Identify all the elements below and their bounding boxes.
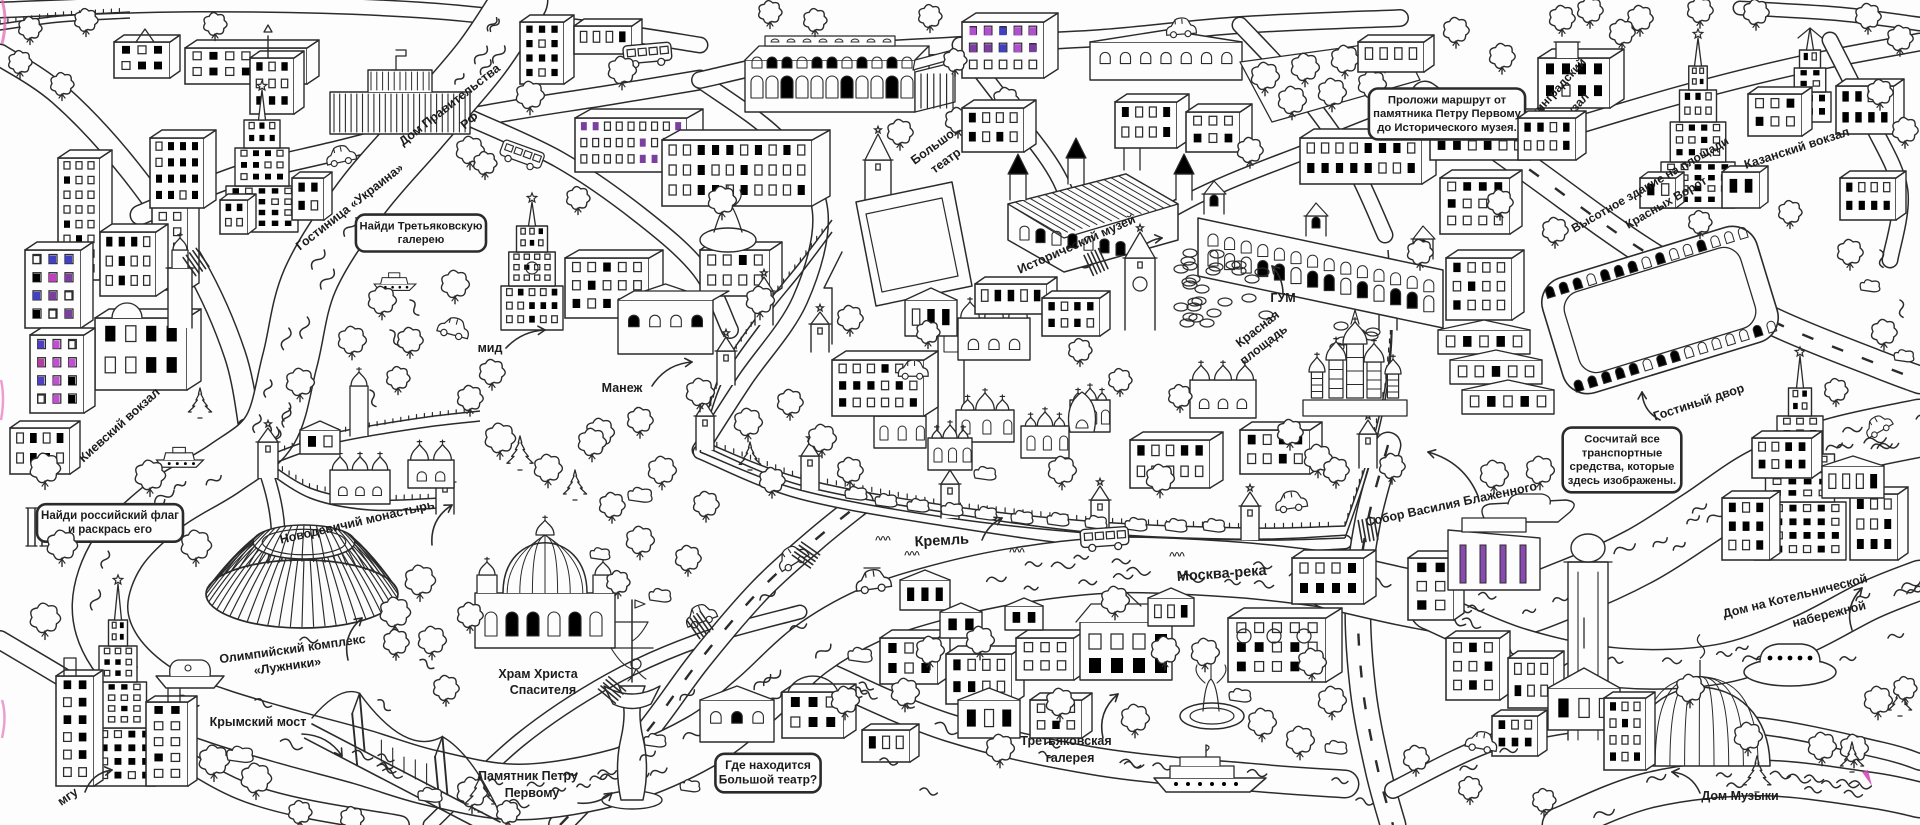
svg-text:памятника Петру Первому: памятника Петру Первому <box>1373 108 1521 120</box>
svg-text:Сосчитай все: Сосчитай все <box>1584 433 1660 445</box>
svg-text:здесь изображены.: здесь изображены. <box>1568 475 1676 487</box>
svg-text:галерею: галерею <box>398 234 445 246</box>
svg-text:Спасителя: Спасителя <box>510 683 576 697</box>
svg-text:Крымский мост: Крымский мост <box>210 715 307 729</box>
svg-text:Храм Христа: Храм Христа <box>498 667 578 681</box>
svg-text:транспортные: транспортные <box>1582 447 1663 459</box>
svg-text:Кремль: Кремль <box>914 532 969 551</box>
svg-text:средства, которые: средства, которые <box>1570 461 1675 473</box>
svg-text:мид: мид <box>478 341 503 355</box>
svg-text:Где находится: Где находится <box>725 758 811 772</box>
svg-text:Большой театр?: Большой театр? <box>719 773 817 787</box>
svg-text:Первому: Первому <box>505 786 560 800</box>
svg-text:галерея: галерея <box>1046 751 1095 765</box>
svg-text:ГУМ: ГУМ <box>1270 291 1295 305</box>
svg-text:Манеж: Манеж <box>602 381 643 395</box>
svg-text:Найди российский флаг: Найди российский флаг <box>41 510 179 522</box>
svg-text:до Исторического музея.: до Исторического музея. <box>1377 122 1517 134</box>
svg-text:Москва-река: Москва-река <box>1176 563 1268 585</box>
svg-text:Памятник Петру: Памятник Петру <box>478 769 578 783</box>
svg-text:Проложи маршрут от: Проложи маршрут от <box>1388 94 1507 106</box>
svg-text:Дом Музыки: Дом Музыки <box>1701 789 1778 803</box>
svg-text:и раскрась его: и раскрась его <box>68 524 152 536</box>
svg-text:Найди Третьяковскую: Найди Третьяковскую <box>360 220 483 232</box>
